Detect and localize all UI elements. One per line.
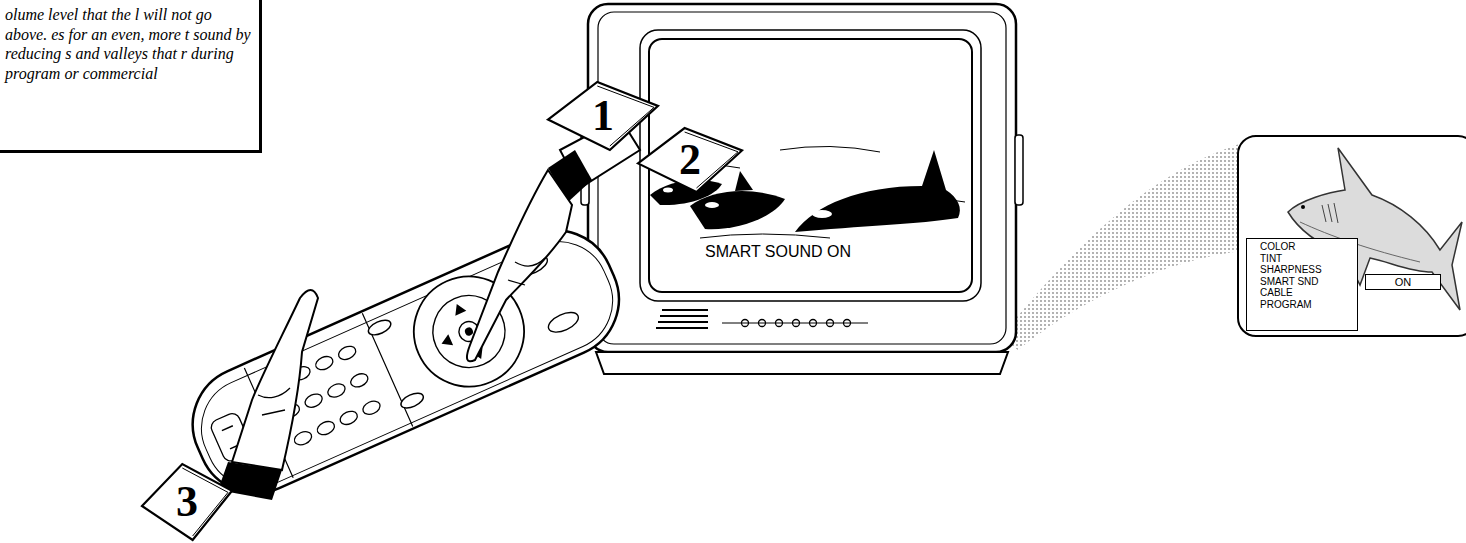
node-text: ON [1395, 276, 1412, 288]
hand [232, 290, 318, 470]
remote-control [174, 212, 637, 512]
node-text: SMART SND [1260, 276, 1357, 288]
node-text: COLOR [1260, 241, 1357, 253]
card-shape [548, 82, 658, 150]
remote-button [399, 390, 426, 411]
right-hand [467, 118, 640, 361]
shark-gill [1322, 203, 1338, 223]
orca-patch [705, 202, 719, 208]
zoom-swoosh [1000, 142, 1246, 350]
screen-frame [640, 30, 981, 301]
node-text: SMART SOUND ON [705, 243, 851, 261]
number-button [361, 399, 382, 417]
remote-button [366, 317, 393, 338]
callout-card: 3 [140, 462, 234, 542]
television [581, 4, 1023, 374]
card-shape [142, 464, 232, 540]
speaker-grille [656, 310, 708, 328]
card-shape [638, 128, 742, 192]
callout-number: 3 [176, 480, 198, 524]
number-button [314, 354, 335, 372]
number-button [338, 409, 359, 427]
finger-line [258, 388, 290, 415]
orca [795, 150, 960, 232]
finger-line [508, 258, 545, 285]
menu-list: COLORTINTSHARPNESSSMART SNDCABLEPROGRAM [1246, 238, 1358, 331]
callout-number: 2 [679, 138, 701, 182]
number-button [326, 381, 347, 399]
left-hand [218, 290, 318, 500]
number-button [336, 344, 357, 362]
node-text: CABLE [1260, 287, 1357, 299]
node-text: PROGRAM [1260, 299, 1357, 311]
callout-number: 1 [592, 94, 614, 138]
shark-eye [1301, 205, 1305, 209]
inset-frame [1238, 136, 1466, 336]
tv-bezel [598, 12, 1006, 344]
node-text: SHARPNESS [1260, 264, 1357, 276]
tv-stand [596, 352, 1008, 374]
panel-line [722, 323, 868, 324]
setting-value-box: ON [1365, 274, 1441, 290]
remote-body [174, 212, 637, 512]
center-dot [464, 326, 475, 337]
orca [690, 191, 785, 229]
orca-patch [812, 210, 832, 218]
remote-button [545, 309, 581, 337]
hand [467, 170, 572, 361]
number-button [315, 419, 336, 437]
remote-edge [186, 226, 629, 504]
menu-inset [1238, 136, 1466, 336]
tv-cabinet [588, 4, 1016, 352]
callout-card: 1 [546, 80, 660, 152]
number-button [303, 392, 324, 410]
number-button [292, 429, 313, 447]
node-text: TINT [1260, 253, 1357, 265]
callout-card: 2 [636, 126, 744, 194]
node-text: olume level that the l will not go above… [5, 5, 251, 83]
number-button [349, 371, 370, 389]
side-handle [1015, 135, 1023, 205]
orca-fin [735, 171, 753, 191]
orca-patch [663, 188, 673, 193]
note-box: olume level that the l will not go above… [0, 0, 262, 153]
